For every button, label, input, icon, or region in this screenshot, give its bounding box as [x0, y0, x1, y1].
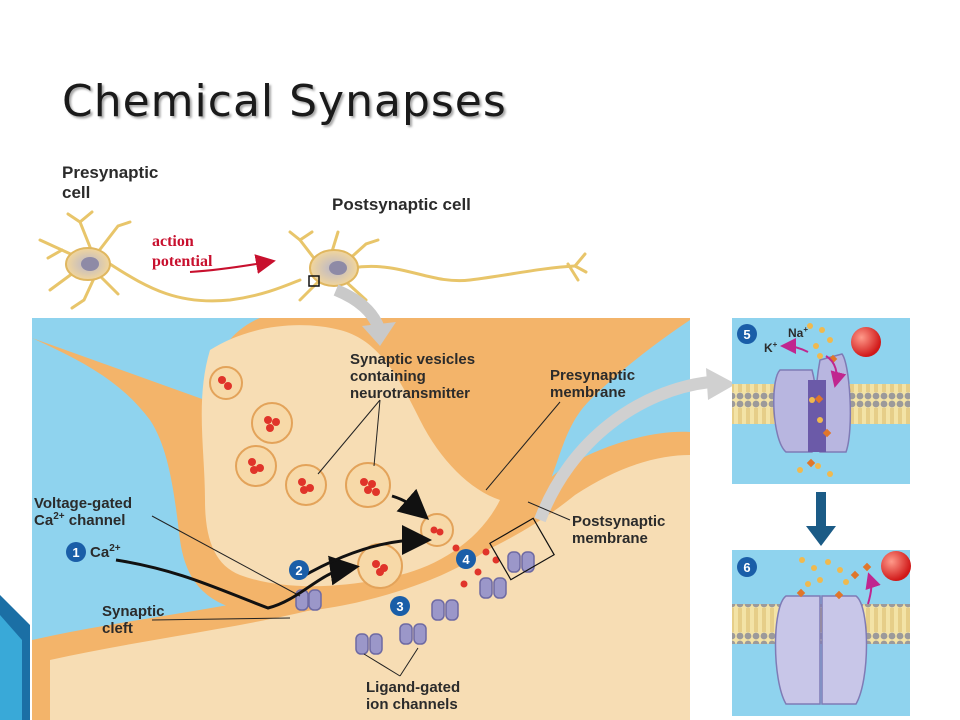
voltage-gated-channel-label-2: Ca2+ channel	[34, 511, 125, 529]
voltage-gated-channel-label: Voltage-gated	[34, 495, 132, 512]
presynaptic-cell-label-2: cell	[62, 183, 90, 202]
svg-text:5: 5	[743, 327, 750, 342]
presynaptic-cell-label: Presynaptic	[62, 163, 158, 182]
svg-text:6: 6	[743, 560, 750, 575]
presynaptic-membrane-label: Presynaptic	[550, 367, 635, 384]
step-badge-2: 2	[289, 560, 309, 580]
postsynaptic-membrane-label-2: membrane	[572, 530, 648, 547]
synapse-main-diagram	[32, 284, 736, 720]
synaptic-cleft-label: Synaptic	[102, 603, 165, 620]
svg-text:1: 1	[72, 545, 79, 560]
postsynaptic-cell-label: Postsynaptic cell	[332, 195, 471, 214]
panel-transition-arrow	[806, 492, 836, 546]
sodium-ion-label: Na+	[788, 325, 808, 340]
svg-text:2: 2	[295, 563, 302, 578]
synaptic-cleft-label-2: cleft	[102, 620, 133, 637]
synaptic-vesicles-label-2: containing	[350, 368, 426, 385]
ligand-gated-channels-label: Ligand-gated	[366, 679, 460, 696]
step-badge-3: 3	[390, 596, 410, 616]
synaptic-vesicles-label: Synaptic vesicles	[350, 351, 475, 368]
potassium-ion-label: K+	[764, 340, 778, 355]
action-potential-label: action	[152, 233, 194, 250]
overview-neurons	[38, 210, 588, 310]
step-badge-1: 1	[66, 542, 86, 562]
synaptic-vesicles-label-3: neurotransmitter	[350, 385, 470, 402]
step-badge-4: 4	[456, 549, 476, 569]
slide-title: Chemical Synapses	[62, 76, 507, 127]
presynaptic-membrane-label-2: membrane	[550, 384, 626, 401]
svg-text:3: 3	[396, 599, 403, 614]
channel-panel-5: 5 Na+ K+	[732, 318, 910, 484]
ligand-gated-channels-label-2: ion channels	[366, 696, 458, 713]
postsynaptic-membrane-label: Postsynaptic	[572, 513, 665, 530]
calcium-ion-label: Ca2+	[90, 543, 121, 561]
svg-text:4: 4	[462, 552, 470, 567]
action-potential-label-2: potential	[152, 253, 213, 270]
slide-accent-shape	[0, 595, 30, 720]
zoom-box	[308, 275, 320, 287]
channel-panel-6: 6	[732, 550, 911, 716]
